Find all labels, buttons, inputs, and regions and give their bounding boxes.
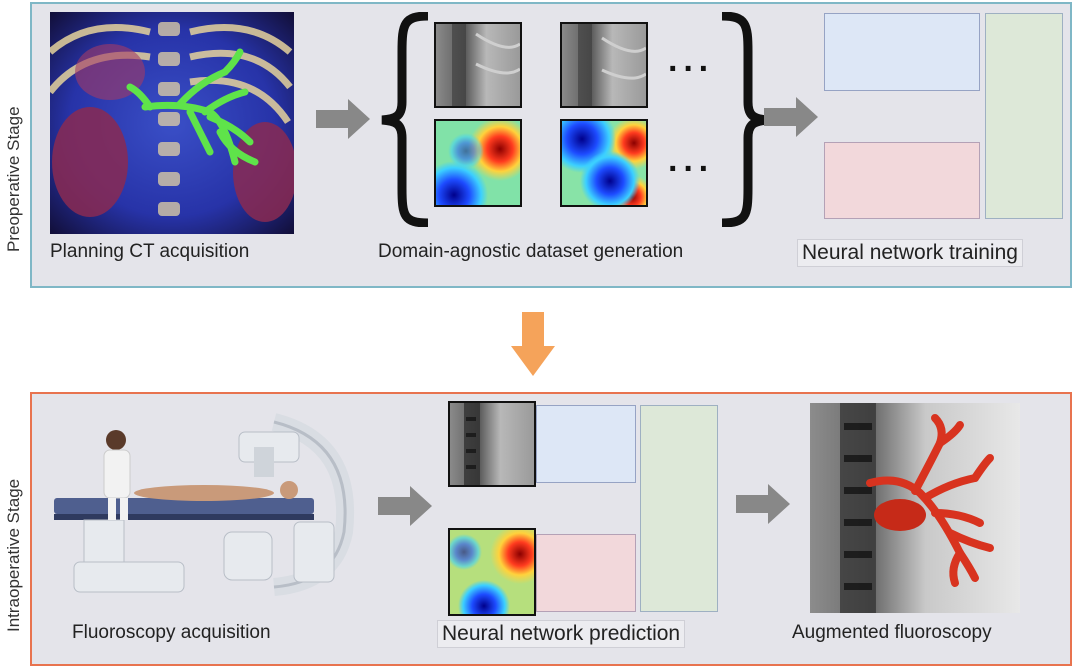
predicted-heatmap-image — [448, 528, 536, 616]
arrow-right-icon — [378, 486, 432, 526]
dataset-generation-caption: Domain-agnostic dataset generation — [378, 241, 684, 262]
heatmap-image — [434, 119, 522, 207]
c-arm-scanner-image — [44, 402, 366, 598]
arrow-right-icon — [736, 484, 790, 524]
ct-volume-image — [50, 12, 294, 234]
network-encoder-block — [536, 405, 636, 483]
intraoperative-stage-label: Intraoperative Stage — [4, 478, 23, 632]
augmented-fluoroscopy-caption: Augmented fluoroscopy — [792, 622, 992, 643]
network-output-block — [985, 13, 1063, 219]
heatmap-image — [560, 119, 648, 207]
fluoroscopy-input-image — [448, 401, 536, 487]
ellipsis-top: ··· — [668, 50, 714, 88]
drr-image — [434, 22, 522, 108]
network-encoder-block — [824, 13, 980, 91]
network-input-block — [824, 142, 980, 219]
arrow-right-icon — [764, 97, 818, 137]
augmented-fluoroscopy-image — [810, 403, 1020, 613]
left-brace-icon — [381, 12, 429, 227]
arrow-right-icon — [316, 99, 370, 139]
fluoroscopy-acquisition-caption: Fluoroscopy acquisition — [72, 622, 271, 643]
ct-acquisition-caption: Planning CT acquisition — [50, 241, 250, 262]
preoperative-stage-label: Preoperative Stage — [4, 106, 23, 252]
arrow-down-icon — [511, 312, 555, 376]
drr-image — [560, 22, 648, 108]
network-prediction-caption: Neural network prediction — [437, 620, 686, 648]
network-training-caption: Neural network training — [797, 239, 1023, 267]
ellipsis-bottom: ··· — [668, 150, 714, 188]
network-input-block — [536, 534, 636, 612]
network-output-block — [640, 405, 718, 612]
